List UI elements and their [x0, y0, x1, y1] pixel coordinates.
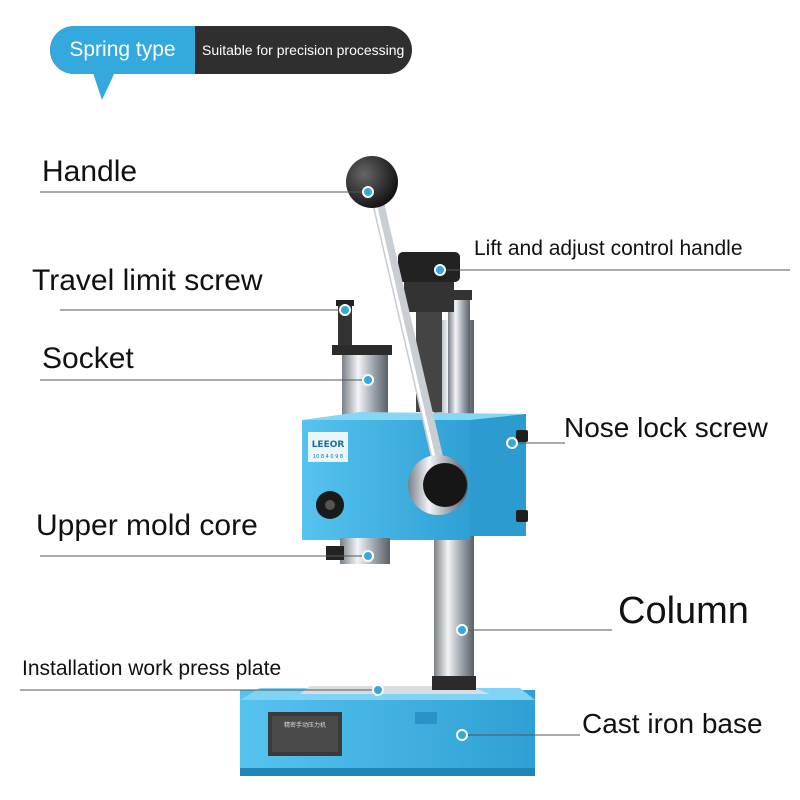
rear-rod	[446, 290, 472, 420]
callout-lines	[20, 191, 790, 736]
cast-iron-base: 精密手动压力机	[240, 688, 535, 776]
badge-title: Spring type	[50, 26, 195, 74]
label-handle: Handle	[42, 155, 138, 188]
label-cast-iron-base: Cast iron base	[582, 708, 763, 739]
nameplate-title: 精密手动压力机	[284, 721, 326, 729]
handle	[346, 156, 468, 515]
socket	[332, 300, 392, 421]
label-socket: Socket	[42, 342, 134, 375]
label-nose-lock-screw: Nose lock screw	[564, 412, 768, 443]
badge-subtitle: Suitable for precision processing	[202, 42, 405, 58]
badge-pointer	[92, 70, 116, 100]
handle-knob	[346, 156, 398, 208]
callout-dots	[339, 186, 518, 741]
label-installation-plate: Installation work press plate	[22, 657, 282, 680]
upper-mold-core	[326, 538, 390, 564]
label-upper-mold-core: Upper mold core	[36, 509, 258, 542]
brand-logo: LEEOR	[312, 440, 345, 450]
label-lift-adjust-handle: Lift and adjust control handle	[474, 237, 743, 260]
nose-lock-screw	[516, 430, 528, 442]
label-column: Column	[618, 590, 749, 632]
label-travel-limit-screw: Travel limit screw	[32, 264, 263, 297]
brand-sub: 10 8 4 0 9 8	[313, 454, 343, 460]
spec-badge: Spring type Suitable for precision proce…	[50, 26, 412, 74]
